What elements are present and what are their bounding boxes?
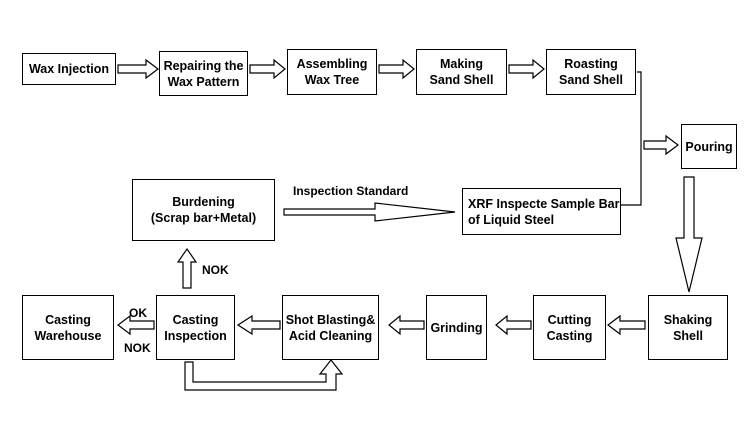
arrow-left (388, 314, 425, 336)
arrow-up (176, 247, 198, 289)
burdening-box: Burdening (Scrap bar+Metal) (132, 179, 275, 241)
nok-label-down: NOK (124, 341, 151, 355)
making-sand-shell-box: Making Sand Shell (416, 49, 507, 95)
xrf-inspection-box: XRF Inspecte Sample Bar of Liquid Steel (462, 188, 621, 235)
arrow-down (675, 176, 703, 293)
casting-inspection-box: Casting Inspection (156, 295, 235, 360)
shot-blasting-acid-cleaning-box: Shot Blasting& Acid Cleaning (282, 295, 379, 360)
arrow-right (249, 58, 286, 80)
connector-line (621, 71, 642, 206)
repairing-wax-pattern-box: Repairing the Wax Pattern (159, 51, 248, 96)
arrow-right (117, 58, 159, 80)
pouring-box: Pouring (681, 124, 737, 169)
assembling-wax-tree-box: Assembling Wax Tree (287, 49, 377, 95)
arrow-right (508, 58, 545, 80)
ok-label: OK (129, 306, 147, 320)
arrow-left (607, 314, 646, 336)
arrow-right (378, 58, 415, 80)
arrow-left (236, 314, 281, 336)
arrow-loop-up (184, 359, 344, 391)
inspection-standard-label: Inspection Standard (293, 184, 409, 198)
shaking-shell-box: Shaking Shell (648, 295, 728, 360)
wax-injection-box: Wax Injection (22, 53, 116, 85)
casting-warehouse-box: Casting Warehouse (22, 295, 114, 360)
nok-label-up: NOK (202, 263, 229, 277)
arrow-left (117, 314, 155, 336)
roasting-sand-shell-box: Roasting Sand Shell (546, 49, 636, 95)
arrow-right (643, 134, 679, 156)
arrow-left (495, 314, 532, 336)
grinding-box: Grinding (426, 295, 487, 360)
arrow-right-long (283, 202, 456, 222)
cutting-casting-box: Cutting Casting (533, 295, 606, 360)
